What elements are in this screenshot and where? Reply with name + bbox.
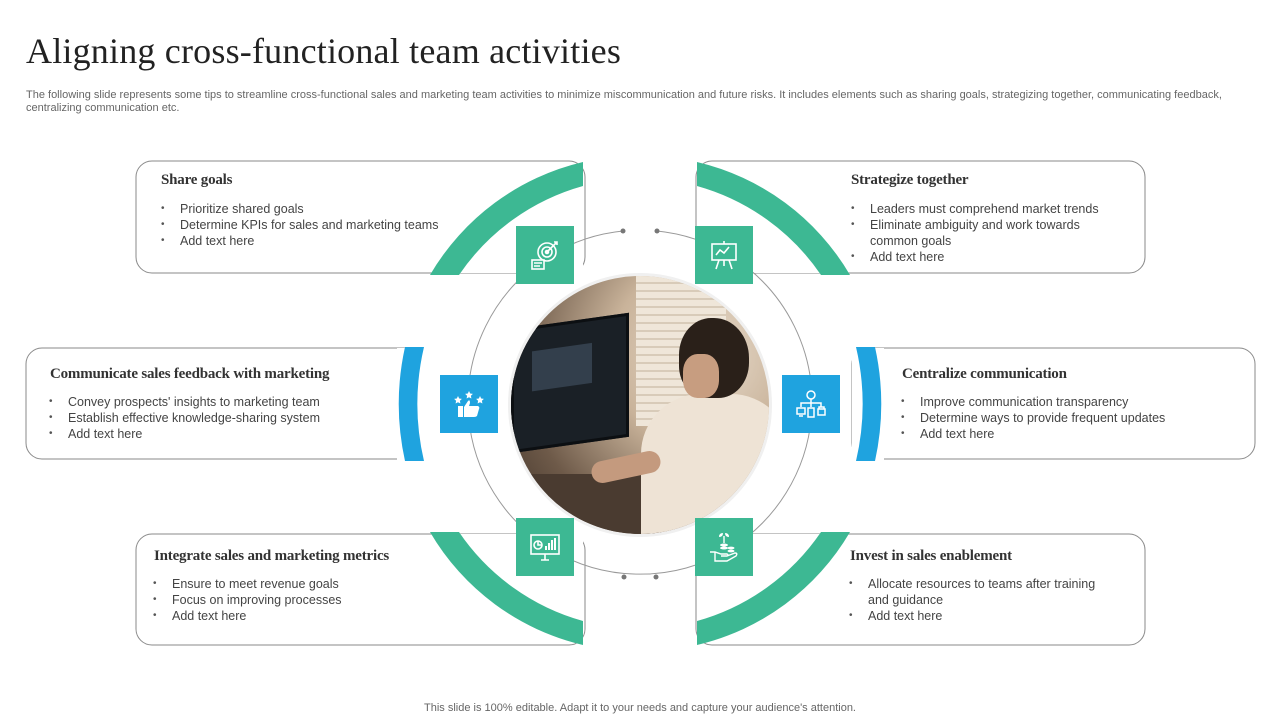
card-box-integrate <box>135 533 586 646</box>
list-item: Allocate resources to teams after traini… <box>849 576 1119 608</box>
list-item: Add text here <box>901 426 1221 442</box>
list-item: Add text here <box>153 608 413 624</box>
slide-footer: This slide is 100% editable. Adapt it to… <box>424 702 856 714</box>
list-item: Add text here <box>851 249 1126 265</box>
list-item: Determine ways to provide frequent updat… <box>901 410 1221 426</box>
center-photo-person-at-computer <box>511 276 769 534</box>
ring-dot <box>621 574 627 580</box>
card-title-centralize: Centralize communication <box>902 366 1067 382</box>
list-item: Ensure to meet revenue goals <box>153 576 413 592</box>
list-item: Leaders must comprehend market trends <box>851 201 1126 217</box>
list-item: Add text here <box>161 233 461 249</box>
card-bullets-share-goals: Prioritize shared goals Determine KPIs f… <box>161 201 461 249</box>
list-item: Determine KPIs for sales and marketing t… <box>161 217 461 233</box>
ring-dot <box>653 574 659 580</box>
card-box-strategize <box>695 160 1146 274</box>
arc-bottom-right <box>697 532 850 645</box>
list-item: Establish effective knowledge-sharing sy… <box>49 410 379 426</box>
hand-coins-plant-icon <box>695 518 753 576</box>
card-box-share-goals <box>135 160 586 274</box>
arc-top-right <box>697 162 850 275</box>
arc-right <box>856 347 882 461</box>
card-title-integrate: Integrate sales and marketing metrics <box>154 548 390 564</box>
card-bullets-communicate: Convey prospects' insights to marketing … <box>49 394 379 442</box>
network-devices-icon <box>782 375 840 433</box>
ring-dot <box>654 228 660 234</box>
list-item: Improve communication transparency <box>901 394 1221 410</box>
card-title-communicate: Communicate sales feedback with marketin… <box>50 366 330 382</box>
card-title-strategize: Strategize together <box>851 172 969 188</box>
arc-bottom-left <box>430 532 583 645</box>
list-item: Convey prospects' insights to marketing … <box>49 394 379 410</box>
analytics-monitor-icon <box>516 518 574 576</box>
list-item: Focus on improving processes <box>153 592 413 608</box>
list-item: Add text here <box>849 608 1119 624</box>
card-bullets-strategize: Leaders must comprehend market trends El… <box>851 201 1126 265</box>
thumbs-up-stars-icon <box>440 375 498 433</box>
card-box-invest <box>695 533 1146 646</box>
arc-left <box>398 347 424 461</box>
list-item: Add text here <box>49 426 379 442</box>
slide-title: Aligning cross-functional team activitie… <box>26 31 622 71</box>
card-bullets-invest: Allocate resources to teams after traini… <box>849 576 1119 624</box>
card-title-invest: Invest in sales enablement <box>850 548 1012 564</box>
arc-top-left <box>430 162 583 275</box>
inner-ring <box>467 230 813 575</box>
card-bullets-centralize: Improve communication transparency Deter… <box>901 394 1221 442</box>
target-icon <box>516 226 574 284</box>
slide-subtitle: The following slide represents some tips… <box>26 89 1222 114</box>
card-bullets-integrate: Ensure to meet revenue goals Focus on im… <box>153 576 413 624</box>
card-title-share-goals: Share goals <box>161 172 233 188</box>
ring-dot <box>620 228 626 234</box>
presentation-board-icon <box>695 226 753 284</box>
list-item: Eliminate ambiguity and work towards com… <box>851 217 1126 249</box>
list-item: Prioritize shared goals <box>161 201 461 217</box>
